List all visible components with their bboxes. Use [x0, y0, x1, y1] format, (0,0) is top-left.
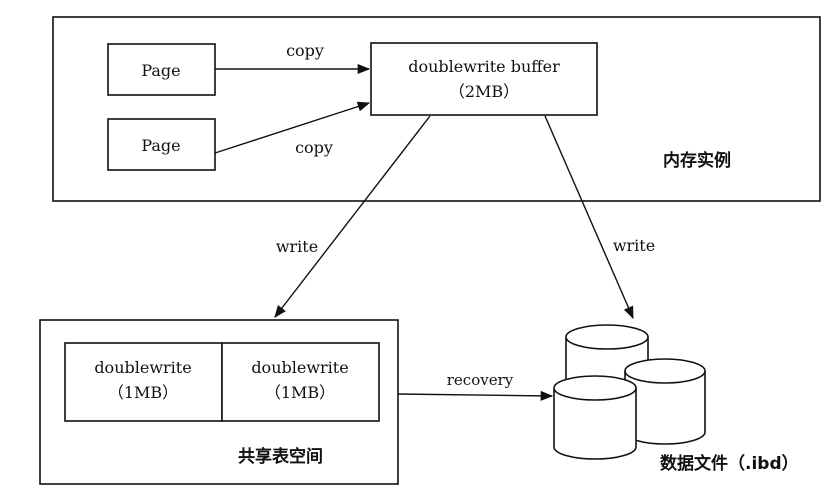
doublewrite-block-right-size: （1MB） — [265, 383, 335, 402]
copy-label-top: copy — [286, 41, 324, 60]
memory-instance-label: 内存实例 — [663, 150, 731, 171]
write-label-right: write — [613, 236, 655, 255]
shared-tablespace-frame — [39, 319, 399, 485]
doublewrite-block-left-size: （1MB） — [108, 383, 178, 402]
write-arrow-left — [274, 115, 431, 318]
doublewrite-block-right: doublewrite （1MB） — [221, 342, 380, 422]
copy-arrow-bottom — [214, 101, 371, 154]
shared-tablespace-region: 共享表空间 doublewrite （1MB） doublewrite （1MB… — [39, 319, 399, 485]
write-arrow-right — [544, 115, 634, 320]
write-label-left: write — [276, 237, 318, 256]
doublewrite-buffer-size: （2MB） — [449, 82, 519, 101]
page-box-bottom: Page — [107, 118, 216, 171]
page-label-bottom: Page — [141, 136, 180, 155]
database-cylinder-icon — [624, 358, 706, 445]
database-cylinder-icon — [553, 375, 637, 460]
doublewrite-block-left-title: doublewrite — [94, 358, 191, 377]
recovery-label: recovery — [447, 371, 514, 389]
memory-instance-region: 内存实例 Page Page doublewrite buffer （2MB） … — [52, 16, 821, 202]
copy-label-bottom: copy — [295, 138, 333, 157]
doublewrite-buffer-title: doublewrite buffer — [408, 57, 560, 76]
page-label-top: Page — [141, 61, 180, 80]
shared-tablespace-label: 共享表空间 — [238, 446, 323, 467]
memory-instance-frame — [52, 16, 821, 202]
data-files: 数据文件（.ibd） — [553, 324, 799, 474]
doublewrite-block-right-title: doublewrite — [251, 358, 348, 377]
data-files-label: 数据文件（.ibd） — [660, 453, 799, 474]
doublewrite-block-left: doublewrite （1MB） — [64, 342, 223, 422]
recovery-arrow — [397, 390, 554, 401]
doublewrite-buffer-box: doublewrite buffer （2MB） — [370, 42, 598, 116]
page-box-top: Page — [107, 43, 216, 96]
